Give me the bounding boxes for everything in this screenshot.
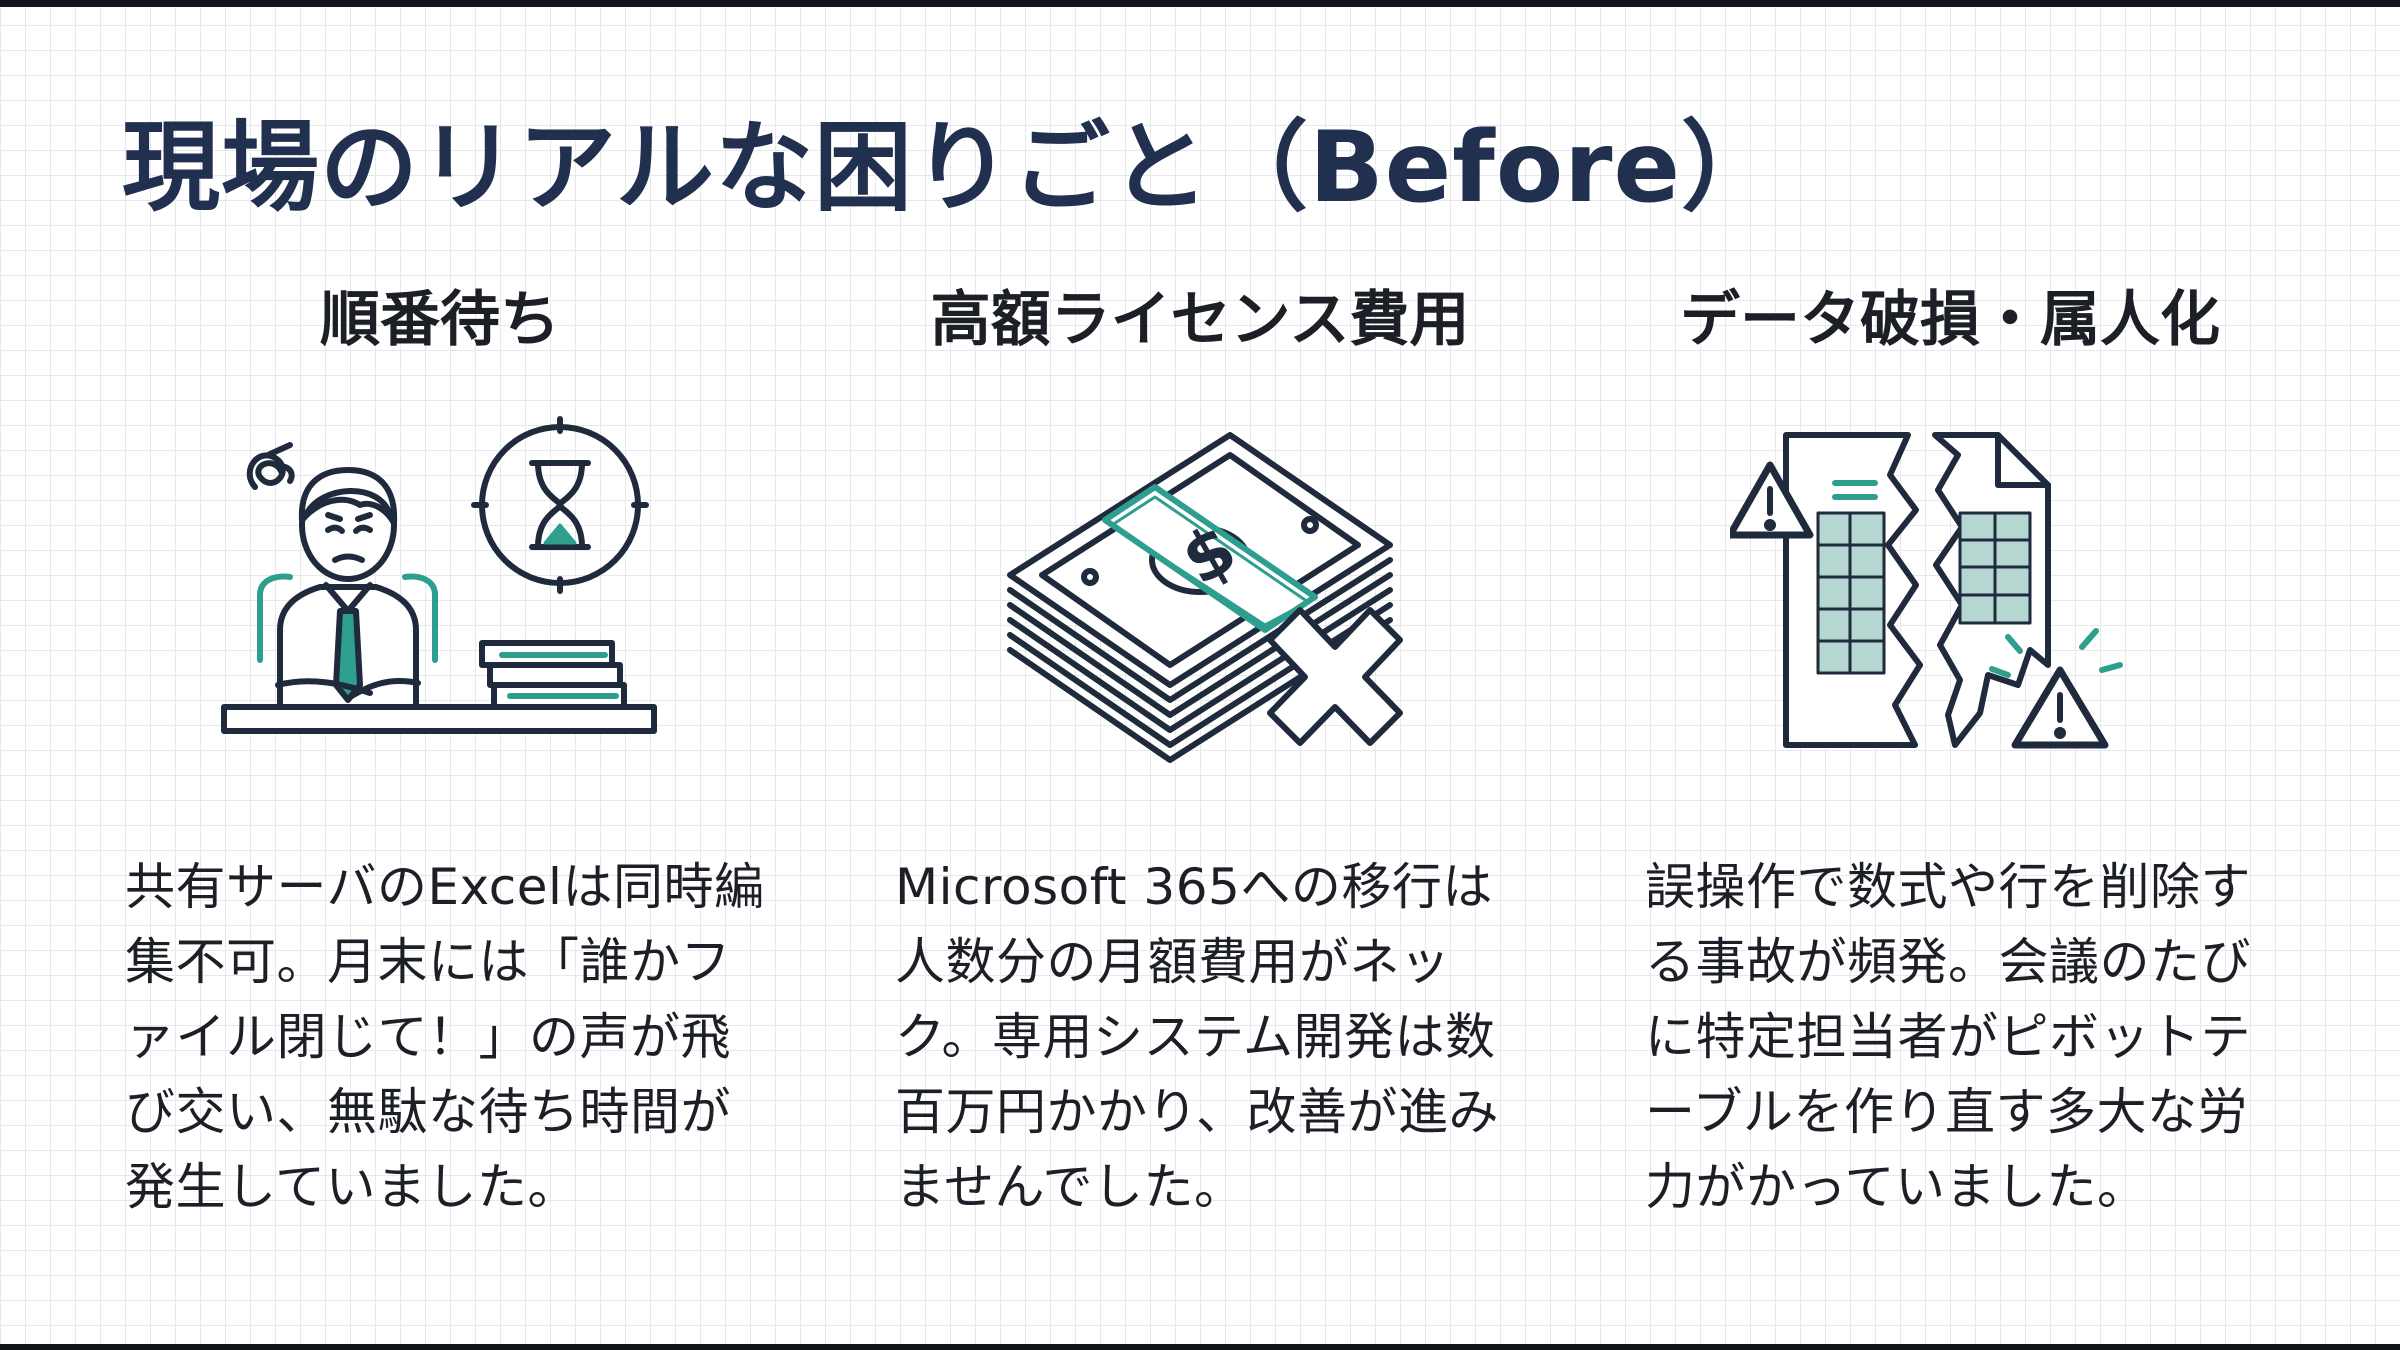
bottom-frame-edge: [0, 1344, 2400, 1350]
column-description: 共有サーバのExcelは同時編集不可。月末には「誰かファイル閉じて！」の声が飛び…: [125, 858, 765, 1216]
column-data-corruption: データ破損・属人化: [1600, 280, 2300, 1216]
column-heading: 高額ライセンス費用: [930, 285, 1470, 355]
waiting-worker-hourglass-icon: [221, 416, 657, 734]
slide-title: 現場のリアルな困りごと（Before）: [122, 111, 1780, 225]
column-heading: 順番待ち: [320, 285, 560, 355]
top-frame-edge: [0, 0, 2400, 7]
money-stack-cross-icon: $: [1007, 432, 1403, 763]
column-waiting: 順番待ち: [90, 280, 790, 1216]
column-description: 誤操作で数式や行を削除する事故が頻発。会議のたびに特定担当者がピボットテーブルを…: [1645, 858, 2251, 1216]
column-heading: データ破損・属人化: [1680, 285, 2220, 355]
torn-spreadsheet-warning-icon: [1730, 432, 2123, 749]
column-description: Microsoft 365への移行は人数分の月額費用がネック。専用システム開発は…: [895, 858, 1499, 1216]
column-license-cost: 高額ライセンス費用 $ Microsoft 365への移行は人数分の月額費用がネ…: [850, 280, 1550, 1216]
